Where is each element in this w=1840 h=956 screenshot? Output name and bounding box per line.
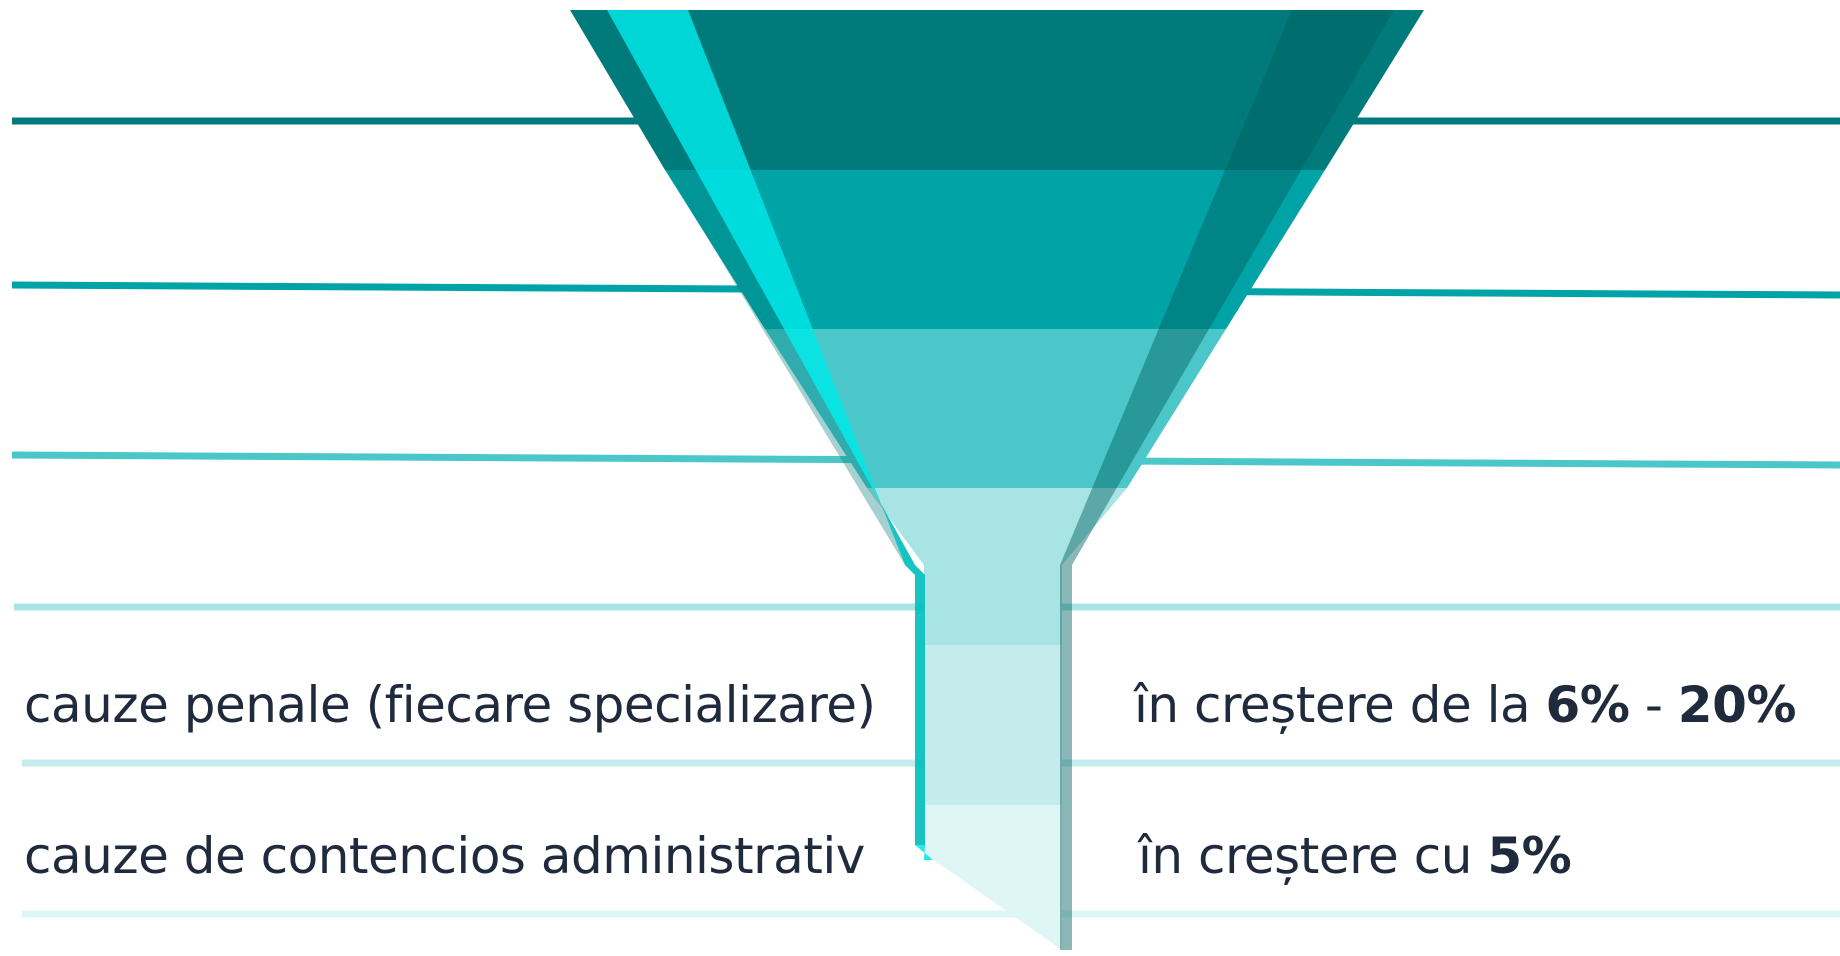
funnel-band-4: [867, 488, 1127, 645]
funnel-band-3: [765, 329, 1226, 488]
row-label-contencios: cauze de contencios administrativ: [24, 827, 865, 885]
value-separator: -: [1629, 676, 1678, 734]
value-bold: 5%: [1487, 827, 1572, 885]
value-prefix: în creștere de la: [1134, 676, 1531, 734]
funnel-band-6: [924, 805, 1062, 950]
row-value-penale: în creștere de la 6% - 20%: [1134, 675, 1796, 735]
funnel-right-shadow: [1060, 10, 1394, 950]
value-bold-low: 6%: [1545, 676, 1630, 734]
funnel-band-5: [924, 645, 1062, 805]
row-label-penale: cauze penale (fiecare specializare): [24, 676, 876, 734]
funnel-band-1: [570, 10, 1424, 170]
value-bold-high: 20%: [1677, 676, 1797, 734]
funnel-band-2: [665, 170, 1325, 329]
row-value-contencios: în creștere cu 5%: [1138, 826, 1572, 886]
value-prefix: în creștere cu: [1138, 827, 1472, 885]
